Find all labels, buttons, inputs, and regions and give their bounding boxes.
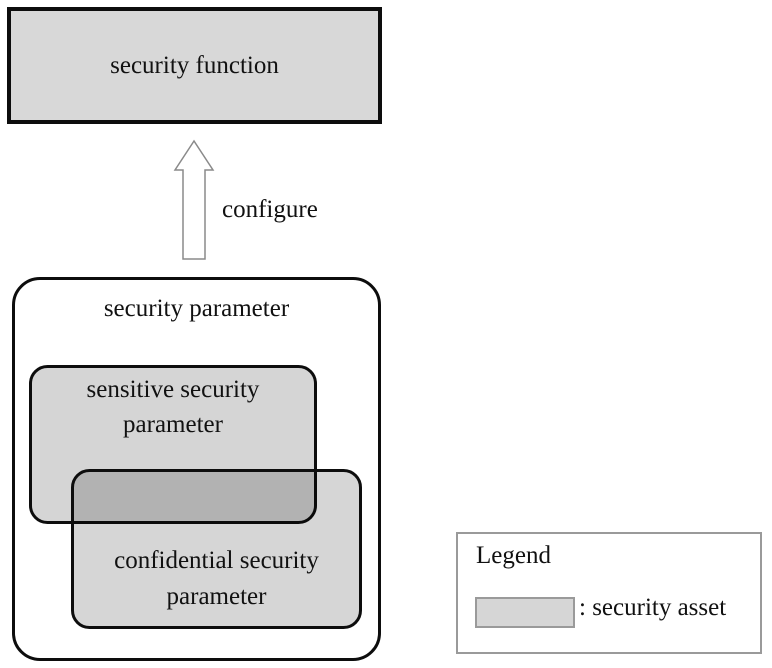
confidential-label-line1: confidential security [114,547,319,574]
security-asset-swatch-icon [475,597,575,628]
configure-arrow-icon [173,139,215,260]
sensitive-label-line2: parameter [123,411,223,438]
confidential-security-parameter-label: confidential security parameter [71,543,362,615]
legend-box: Legend : security asset [456,532,762,654]
configure-arrow-label: configure [222,196,318,223]
security-function-label: security function [110,51,279,79]
security-parameter-label: security parameter [103,295,290,322]
sensitive-security-parameter-label: sensitive security parameter [29,372,317,442]
sensitive-label-line1: sensitive security [86,376,260,403]
legend-title: Legend [476,542,551,569]
legend-entry-label: : security asset [579,594,727,621]
security-function-box: security function [7,7,382,124]
confidential-label-line2: parameter [166,583,267,610]
